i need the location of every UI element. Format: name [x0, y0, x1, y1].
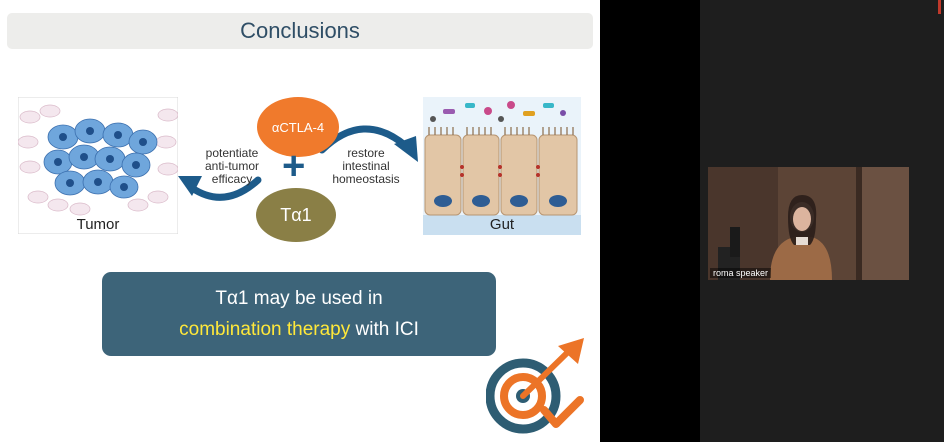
tumor-label: Tumor: [76, 216, 120, 233]
slide-title-bar: Conclusions: [7, 13, 593, 49]
conclusion-rest: with ICI: [350, 319, 419, 340]
anti-ctla4-ellipse: αCTLA-4: [257, 97, 339, 157]
conclusion-box: Tα1 may be used in combination therapy w…: [102, 272, 496, 356]
presentation-slide: Conclusions Tumor: [0, 0, 600, 442]
conclusion-line2: combination therapy with ICI: [179, 314, 419, 345]
conclusion-line1: Tα1 may be used in: [215, 288, 383, 309]
slide-title: Conclusions: [240, 18, 360, 43]
gut-label: Gut: [489, 216, 515, 233]
speaker-video-icon: [708, 167, 909, 280]
target-icon: [486, 338, 584, 434]
thymosin-alpha1-ellipse: Tα1: [256, 188, 336, 242]
left-arrow: [178, 176, 262, 201]
tumor-illustration: [18, 97, 178, 234]
plus-icon: +: [282, 144, 306, 188]
window-edge-indicator: [938, 0, 941, 14]
gut-illustration: [423, 97, 581, 235]
participant-name: roma speaker: [710, 268, 772, 278]
participant-video-tile[interactable]: roma speaker: [708, 167, 909, 280]
slide-side-panel: [600, 0, 700, 442]
conclusion-highlight: combination therapy: [179, 319, 351, 340]
